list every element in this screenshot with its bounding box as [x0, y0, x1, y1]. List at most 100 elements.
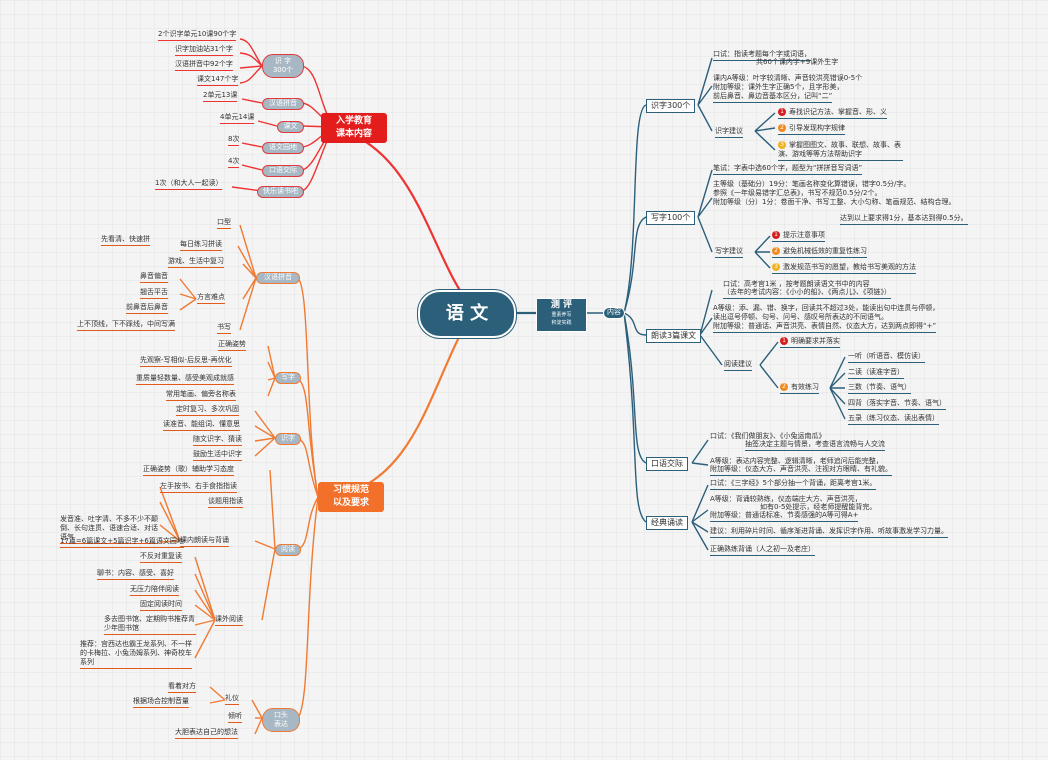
r-langdu-s5: 五录（练习仪态、读出表情）: [848, 414, 939, 425]
shizi-300-node[interactable]: 识 字 300个: [262, 54, 304, 78]
r-langdu-box[interactable]: 朗读3篇课文: [646, 329, 702, 343]
shizi-300-label1: 识 字: [274, 57, 292, 65]
lb-pinyin-node[interactable]: 汉语拼音: [256, 272, 300, 284]
r-langdu-p1-text: 明确要求并落实: [791, 337, 840, 345]
habit-node[interactable]: 习惯规范 以及要求: [318, 482, 384, 512]
num-1-icon: 1: [778, 108, 786, 116]
r-shizi-j2-text: 引导发现构字规律: [789, 124, 845, 132]
center-node[interactable]: 语 文: [418, 290, 516, 338]
r-xiezi-j2-text: 避免机械低效的重复性练习: [783, 247, 867, 255]
kuaile-item: 1次（和大人一起读）: [155, 179, 223, 190]
lb-fangyan-1: 鼻音偏音: [140, 272, 168, 283]
r-xiezi-z3: 附加等级（分）1分：卷面干净、书写工整、大小匀称、笔画规范、结构合理。: [713, 198, 956, 206]
r-shizi-d1: 课内A等级：叶字较清晰、声音较洪亮错误0-5个: [713, 74, 863, 82]
r-xiezi-box[interactable]: 写字100个: [646, 211, 696, 225]
lb-meiri-item: 先看清、快速拼: [101, 235, 150, 246]
kouyu-node[interactable]: 口语交际: [262, 165, 304, 177]
kouyu-item: 4次: [228, 157, 240, 168]
kewen-node[interactable]: 课文: [277, 121, 304, 133]
lb-kewai: 课外阅读: [215, 615, 243, 626]
lb-kewai-3: 无压力陪伴阅读: [130, 585, 179, 596]
lb-shizi-1: 定时复习、多次巩固: [176, 405, 239, 416]
r-xiezi-z1: 主等级（基础分）19分：笔画名称变化算错误，错字0.5分/字。: [713, 180, 911, 188]
lb-kenei-2: 谈题用指读: [208, 497, 243, 508]
lb-fangyan-3: 前鼻音后鼻音: [126, 303, 168, 314]
r-kouyu-a2: 附加等级：仪态大方、声音洪亮、注视对方眼睛、有礼貌。: [710, 465, 892, 476]
r-langdu-a3: 附加等级：普通话、声音洪亮、表情自然、仪态大方，达到两点即得“+”: [713, 322, 937, 333]
lb-kouyu-label1: 口头: [274, 711, 288, 719]
lb-kenei: 课内朗读与背诵: [180, 536, 229, 547]
r-jingdian-box[interactable]: 经典诵读: [646, 516, 688, 530]
entry-education-node[interactable]: 入学教育 课本内容: [321, 113, 387, 143]
r-shizi-jianyi: 识字建议: [715, 127, 743, 138]
r-langdu-k1: 口试：高考官1米 ，按考题朗读语文书中的内容: [723, 280, 870, 288]
r-langdu-p2-text: 有效练习: [791, 383, 819, 391]
kuaile-node[interactable]: 快乐读书吧: [257, 186, 304, 198]
r-langdu-jianyi: 阅读建议: [724, 360, 752, 371]
r-kouyu-k2: 抽签决定主题与情景，考查语言流畅与人交流: [745, 440, 885, 451]
lb-shizi-2: 读准音、能组词、懂意思: [163, 420, 240, 431]
lb-kouyu-1: 看着对方: [168, 682, 196, 693]
lb-xiezi-node[interactable]: 写字: [275, 372, 301, 384]
lb-xiezi-1: 正确姿势: [218, 340, 246, 351]
content-node[interactable]: 内容: [603, 307, 625, 319]
lb-shizi-4: 鼓励生活中识字: [193, 450, 242, 461]
ceping-node[interactable]: 测 评 重素养写 积淀实践: [536, 298, 587, 332]
pinyin-node[interactable]: 汉语拼音: [262, 98, 304, 110]
shizi-item-3: 汉语拼音中92个字: [175, 60, 233, 71]
r-xiezi-j1-text: 提示注意事项: [783, 231, 825, 239]
yuwen-node[interactable]: 语文园地: [262, 142, 304, 154]
r-xiezi-bishi: 笔试：字表中选60个字，题型为“拼拼音写词语”: [713, 164, 863, 175]
habit-title2: 以及要求: [332, 498, 369, 508]
r-kouyu-box[interactable]: 口语交际: [646, 457, 688, 471]
lb-yuedu-node[interactable]: 阅读: [275, 544, 301, 556]
lb-kouyu-label2: 表达: [274, 720, 288, 728]
lb-kewai-6: 推荐：宫西达也霸王龙系列、不一样的卡梅拉、小兔汤姆系列、神奇校车系列: [80, 640, 192, 669]
habit-title1: 习惯规范: [332, 485, 369, 495]
lb-kouyu-2: 根据场合控制音量: [133, 697, 189, 708]
r-shizi-j3-text: 掌握图图文、故事、联想、故事、表演、游戏等等方法帮助识字: [778, 141, 901, 158]
num-1-icon: 1: [772, 231, 780, 239]
shizi-item-1: 2个识字单元10课90个字: [158, 30, 237, 41]
r-langdu-a2: 读出逗号停顿、句号、问号、感叹号所表达的不同语气。: [713, 313, 888, 321]
r-shizi-f2: 前后鼻音、鼻边音基本区分，记叫“二”: [713, 92, 833, 103]
lb-kewai-2: 聊书：内容、感受、喜好: [97, 569, 174, 580]
r-kouyu-k1: 口试：《我们做朋友》、《小兔运南瓜》: [710, 432, 826, 440]
lb-kenei-req: 发音准、吐字清、不多不少不颠倒、长句连贯、语速合适、对话语气: [60, 515, 158, 544]
r-kouyu-a1: A等级：表达内容完整、逻辑清晰，老师追问后能完整，: [710, 457, 883, 465]
shizi-item-2: 识字加油站31个字: [175, 45, 233, 56]
lb-xiezi-2: 先观察-写相似-后反思-再优化: [140, 356, 232, 367]
pinyin-item: 2单元13课: [203, 91, 238, 102]
r-shizi-box[interactable]: 识字300个: [646, 99, 696, 113]
r-shizi-f1: 附加等级：课外生字正确5个，且字形美，: [713, 83, 844, 91]
lb-kouyu-4: 大胆表达自己的想法: [175, 728, 238, 739]
lb-yuedu-zishi: 正确姿势（歌）辅助学习态度: [143, 465, 234, 476]
lb-shizi-node[interactable]: 识字: [275, 433, 301, 445]
num-3-icon: 3: [778, 141, 786, 149]
num-2-icon: 2: [780, 383, 788, 391]
lb-kewai-1: 不反对重复读: [140, 552, 182, 563]
r-shizi-j1-text: 寿找识记方法、掌握音、形、义: [789, 108, 887, 116]
num-1-icon: 1: [780, 337, 788, 345]
lb-kouxing: 口型: [217, 218, 231, 229]
lb-fangyan-2: 翘舌平舌: [140, 288, 168, 299]
lb-shizi-3: 随文识字、猜读: [193, 435, 242, 446]
r-xiezi-j3-text: 激发规范书写的愿望，教给书写美观的方法: [783, 263, 916, 271]
r-xiezi-z2: 参照《一年级易错字汇总表》，书写不规范0.5分/2个。: [713, 189, 882, 197]
lb-kouyu-node[interactable]: 口头 表达: [262, 708, 300, 732]
yuwen-item: 8次: [228, 135, 240, 146]
ceping-sub1: 重素养写: [551, 312, 572, 318]
center-title: 语 文: [445, 303, 489, 324]
r-jingdian-jy: 建议：利用碎片时间、循序渐进背诵、发挥识字作用、听故事激发学习力量。: [710, 527, 948, 538]
lb-youxi: 游戏、生活中复习: [168, 257, 224, 268]
lb-meiri: 每日练习拼读: [180, 240, 222, 251]
ceping-sub2: 积淀实践: [551, 320, 572, 326]
r-langdu-a1: A等级：添、漏、错、换字，回读共不超过3处，能读出句中连贯与停顿，: [713, 304, 940, 312]
shizi-item-4: 课文147个字: [197, 75, 239, 86]
r-langdu-s3: 三数（节奏、语气）: [848, 383, 911, 394]
